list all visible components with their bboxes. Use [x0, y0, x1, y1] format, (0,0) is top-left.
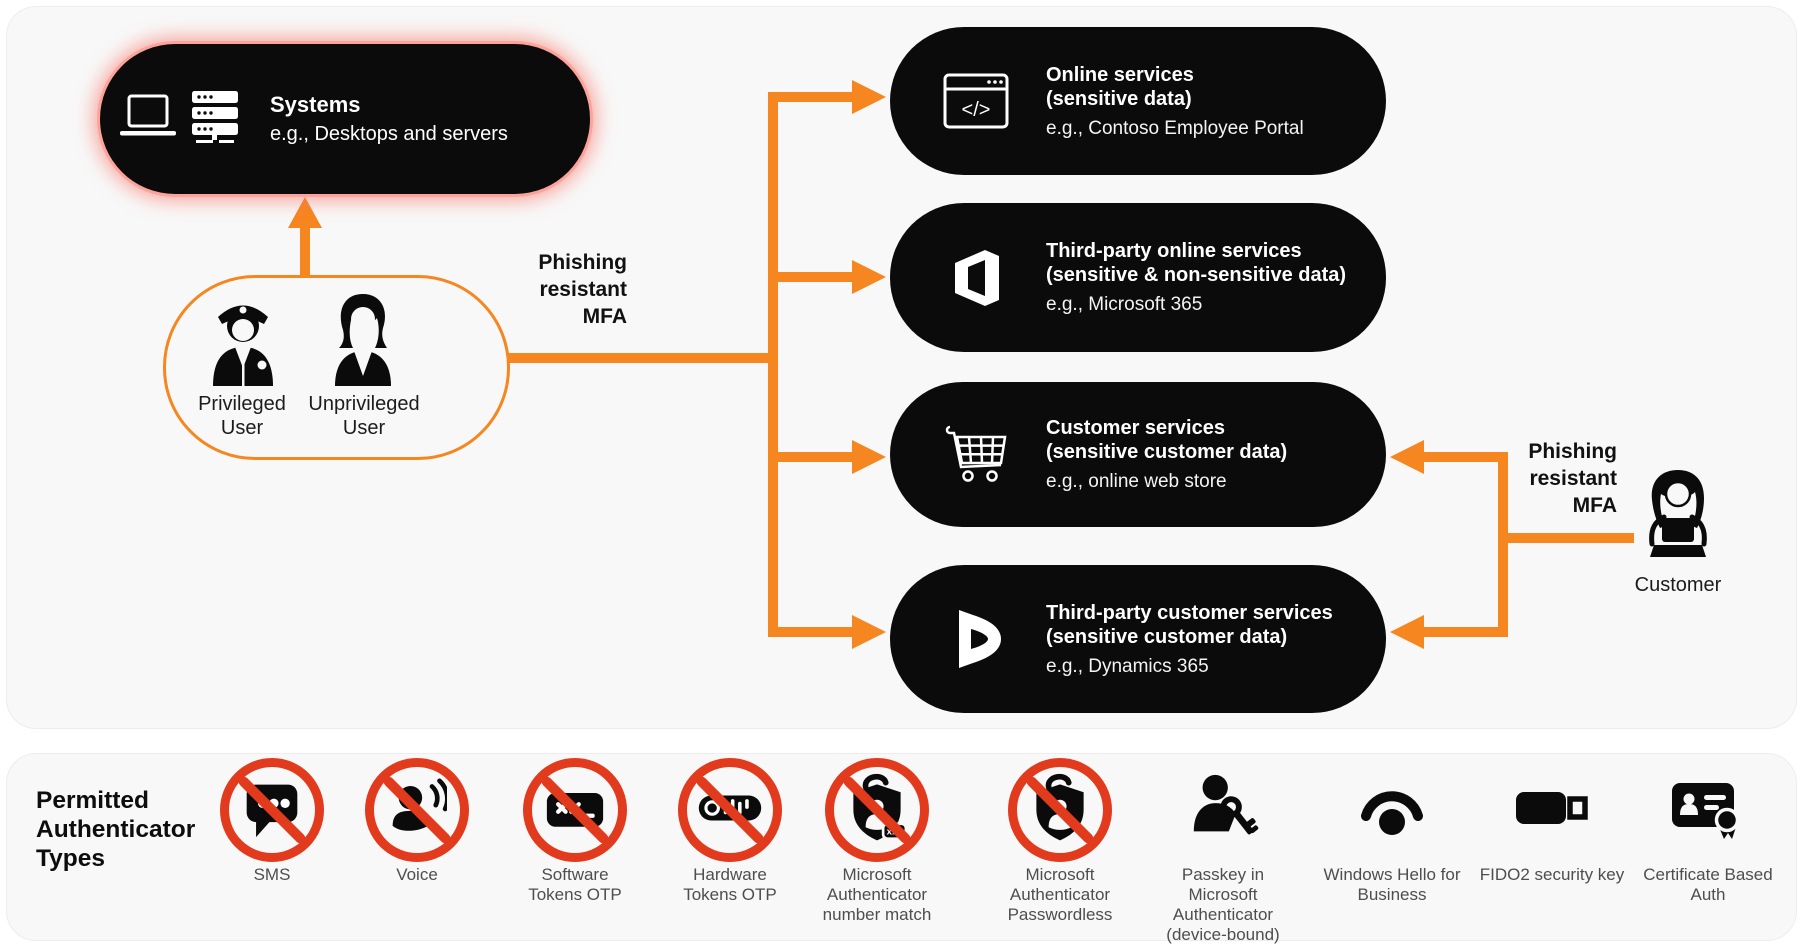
online-services-node: </> Online services(sensitive data) e.g.… [890, 27, 1386, 175]
phishing-resistant-mfa-label-right: Phishing resistant MFA [1528, 440, 1617, 517]
service-title: Online services [1046, 63, 1194, 86]
auth-item-voice: Voice [337, 758, 497, 885]
systems-title: Systems [270, 92, 361, 117]
certificate-icon [1670, 775, 1746, 846]
auth-item-windows-hello: Windows Hello for Business [1312, 758, 1472, 905]
service-title: Customer services [1046, 417, 1225, 439]
windows-hello-icon [1354, 778, 1430, 843]
arrowhead-online-services [852, 80, 886, 114]
auth-label: Microsoft Authenticator number match [822, 865, 932, 924]
service-example: e.g., Contoso Employee Portal [1046, 117, 1304, 139]
customer-label: Customer [1634, 574, 1722, 596]
prohibited-ring [825, 758, 929, 862]
service-example: e.g., Microsoft 365 [1046, 294, 1203, 315]
fido2-key-icon [1514, 784, 1590, 837]
server-icon [192, 90, 238, 148]
unprivileged-user-label: Unprivileged User [308, 393, 420, 439]
customer-to-trunk-line [1502, 533, 1634, 543]
arrowhead-thirdparty-customer [852, 615, 886, 649]
auth-label: Software Tokens OTP [528, 865, 622, 904]
auth-item-passkey: Passkey in Microsoft Authenticator (devi… [1143, 758, 1303, 945]
arrowhead-thirdparty-online [852, 260, 886, 294]
permitted-authenticator-types-heading: Permitted Authenticator Types [36, 787, 196, 872]
auth-item-authenticator-number-match: xx Microsoft Authenticator number match [797, 758, 957, 925]
prohibited-ring [365, 758, 469, 862]
service-qualifier: (sensitive customer data) [1046, 625, 1288, 648]
service-title: Third-party online services [1046, 240, 1302, 262]
thirdparty-online-services-node: Third-party online services(sensitive & … [890, 203, 1386, 352]
systems-node: Systems e.g., Desktops and servers [100, 44, 590, 194]
arrowhead-customer-services [852, 440, 886, 474]
users-group [163, 275, 510, 460]
passkey-icon [1186, 771, 1260, 850]
privileged-user-icon [205, 286, 281, 391]
left-trunk-line [768, 92, 778, 637]
prohibited-ring [523, 758, 627, 862]
auth-label: Windows Hello for Business [1323, 865, 1461, 904]
auth-label: Voice [396, 865, 438, 884]
auth-label: FIDO2 security key [1479, 865, 1625, 884]
auth-item-sms: SMS [192, 758, 352, 885]
branch-line-thirdparty-online [768, 272, 854, 282]
users-to-trunk-line [507, 353, 778, 363]
service-qualifier: (sensitive & non-sensitive data) [1046, 264, 1347, 286]
phishing-resistant-mfa-label-left: Phishing resistant MFA [538, 251, 627, 328]
svg-text:</>: </> [962, 99, 991, 121]
arrowhead-left-thirdparty-customer [1390, 615, 1424, 649]
systems-icons [120, 90, 238, 148]
thirdparty-customer-services-node: Third-party customer services(sensitive … [890, 565, 1386, 713]
shopping-cart-icon [938, 424, 1014, 486]
browser-code-icon: </> [938, 73, 1014, 129]
arrowhead-systems [288, 197, 322, 228]
customer-services-node: Customer services(sensitive customer dat… [890, 382, 1386, 527]
prohibited-ring [678, 758, 782, 862]
service-title: Third-party customer services [1046, 601, 1333, 624]
auth-item-hardware-tokens-otp: Hardware Tokens OTP [650, 758, 810, 905]
customer-icon [1636, 466, 1720, 575]
prohibited-ring [220, 758, 324, 862]
auth-label: Passkey in Microsoft Authenticator (devi… [1166, 865, 1280, 944]
auth-label: Hardware Tokens OTP [683, 865, 777, 904]
unprivileged-user-icon [325, 286, 401, 391]
systems-subtitle: e.g., Desktops and servers [270, 123, 508, 145]
auth-item-certificate-auth: Certificate Based Auth [1628, 758, 1788, 905]
branch-line-customer-services [768, 452, 854, 462]
users-to-systems-line [300, 226, 310, 276]
customer-trunk-line [1498, 452, 1508, 637]
auth-item-fido2-key: FIDO2 security key [1472, 758, 1632, 885]
laptop-icon [120, 94, 176, 145]
auth-item-authenticator-passwordless: Microsoft Authenticator Passwordless [980, 758, 1140, 925]
service-qualifier: (sensitive data) [1046, 87, 1192, 110]
customer-branch-line-thirdparty-customer [1424, 627, 1508, 637]
branch-line-online-services [768, 92, 854, 102]
auth-item-software-tokens-otp: Software Tokens OTP [495, 758, 655, 905]
arrowhead-left-customer-services [1390, 440, 1424, 474]
auth-label: Certificate Based Auth [1643, 865, 1773, 904]
prohibited-ring [1008, 758, 1112, 862]
service-qualifier: (sensitive customer data) [1046, 441, 1288, 463]
branch-line-thirdparty-customer [768, 627, 854, 637]
office-icon [938, 247, 1014, 309]
auth-label: Microsoft Authenticator Passwordless [1007, 865, 1113, 924]
privileged-user-label: Privileged User [198, 393, 286, 439]
customer-branch-line-customer-services [1424, 452, 1508, 462]
auth-label: SMS [253, 865, 291, 884]
dynamics-icon [938, 608, 1014, 670]
service-example: e.g., online web store [1046, 471, 1227, 492]
service-example: e.g., Dynamics 365 [1046, 655, 1209, 677]
